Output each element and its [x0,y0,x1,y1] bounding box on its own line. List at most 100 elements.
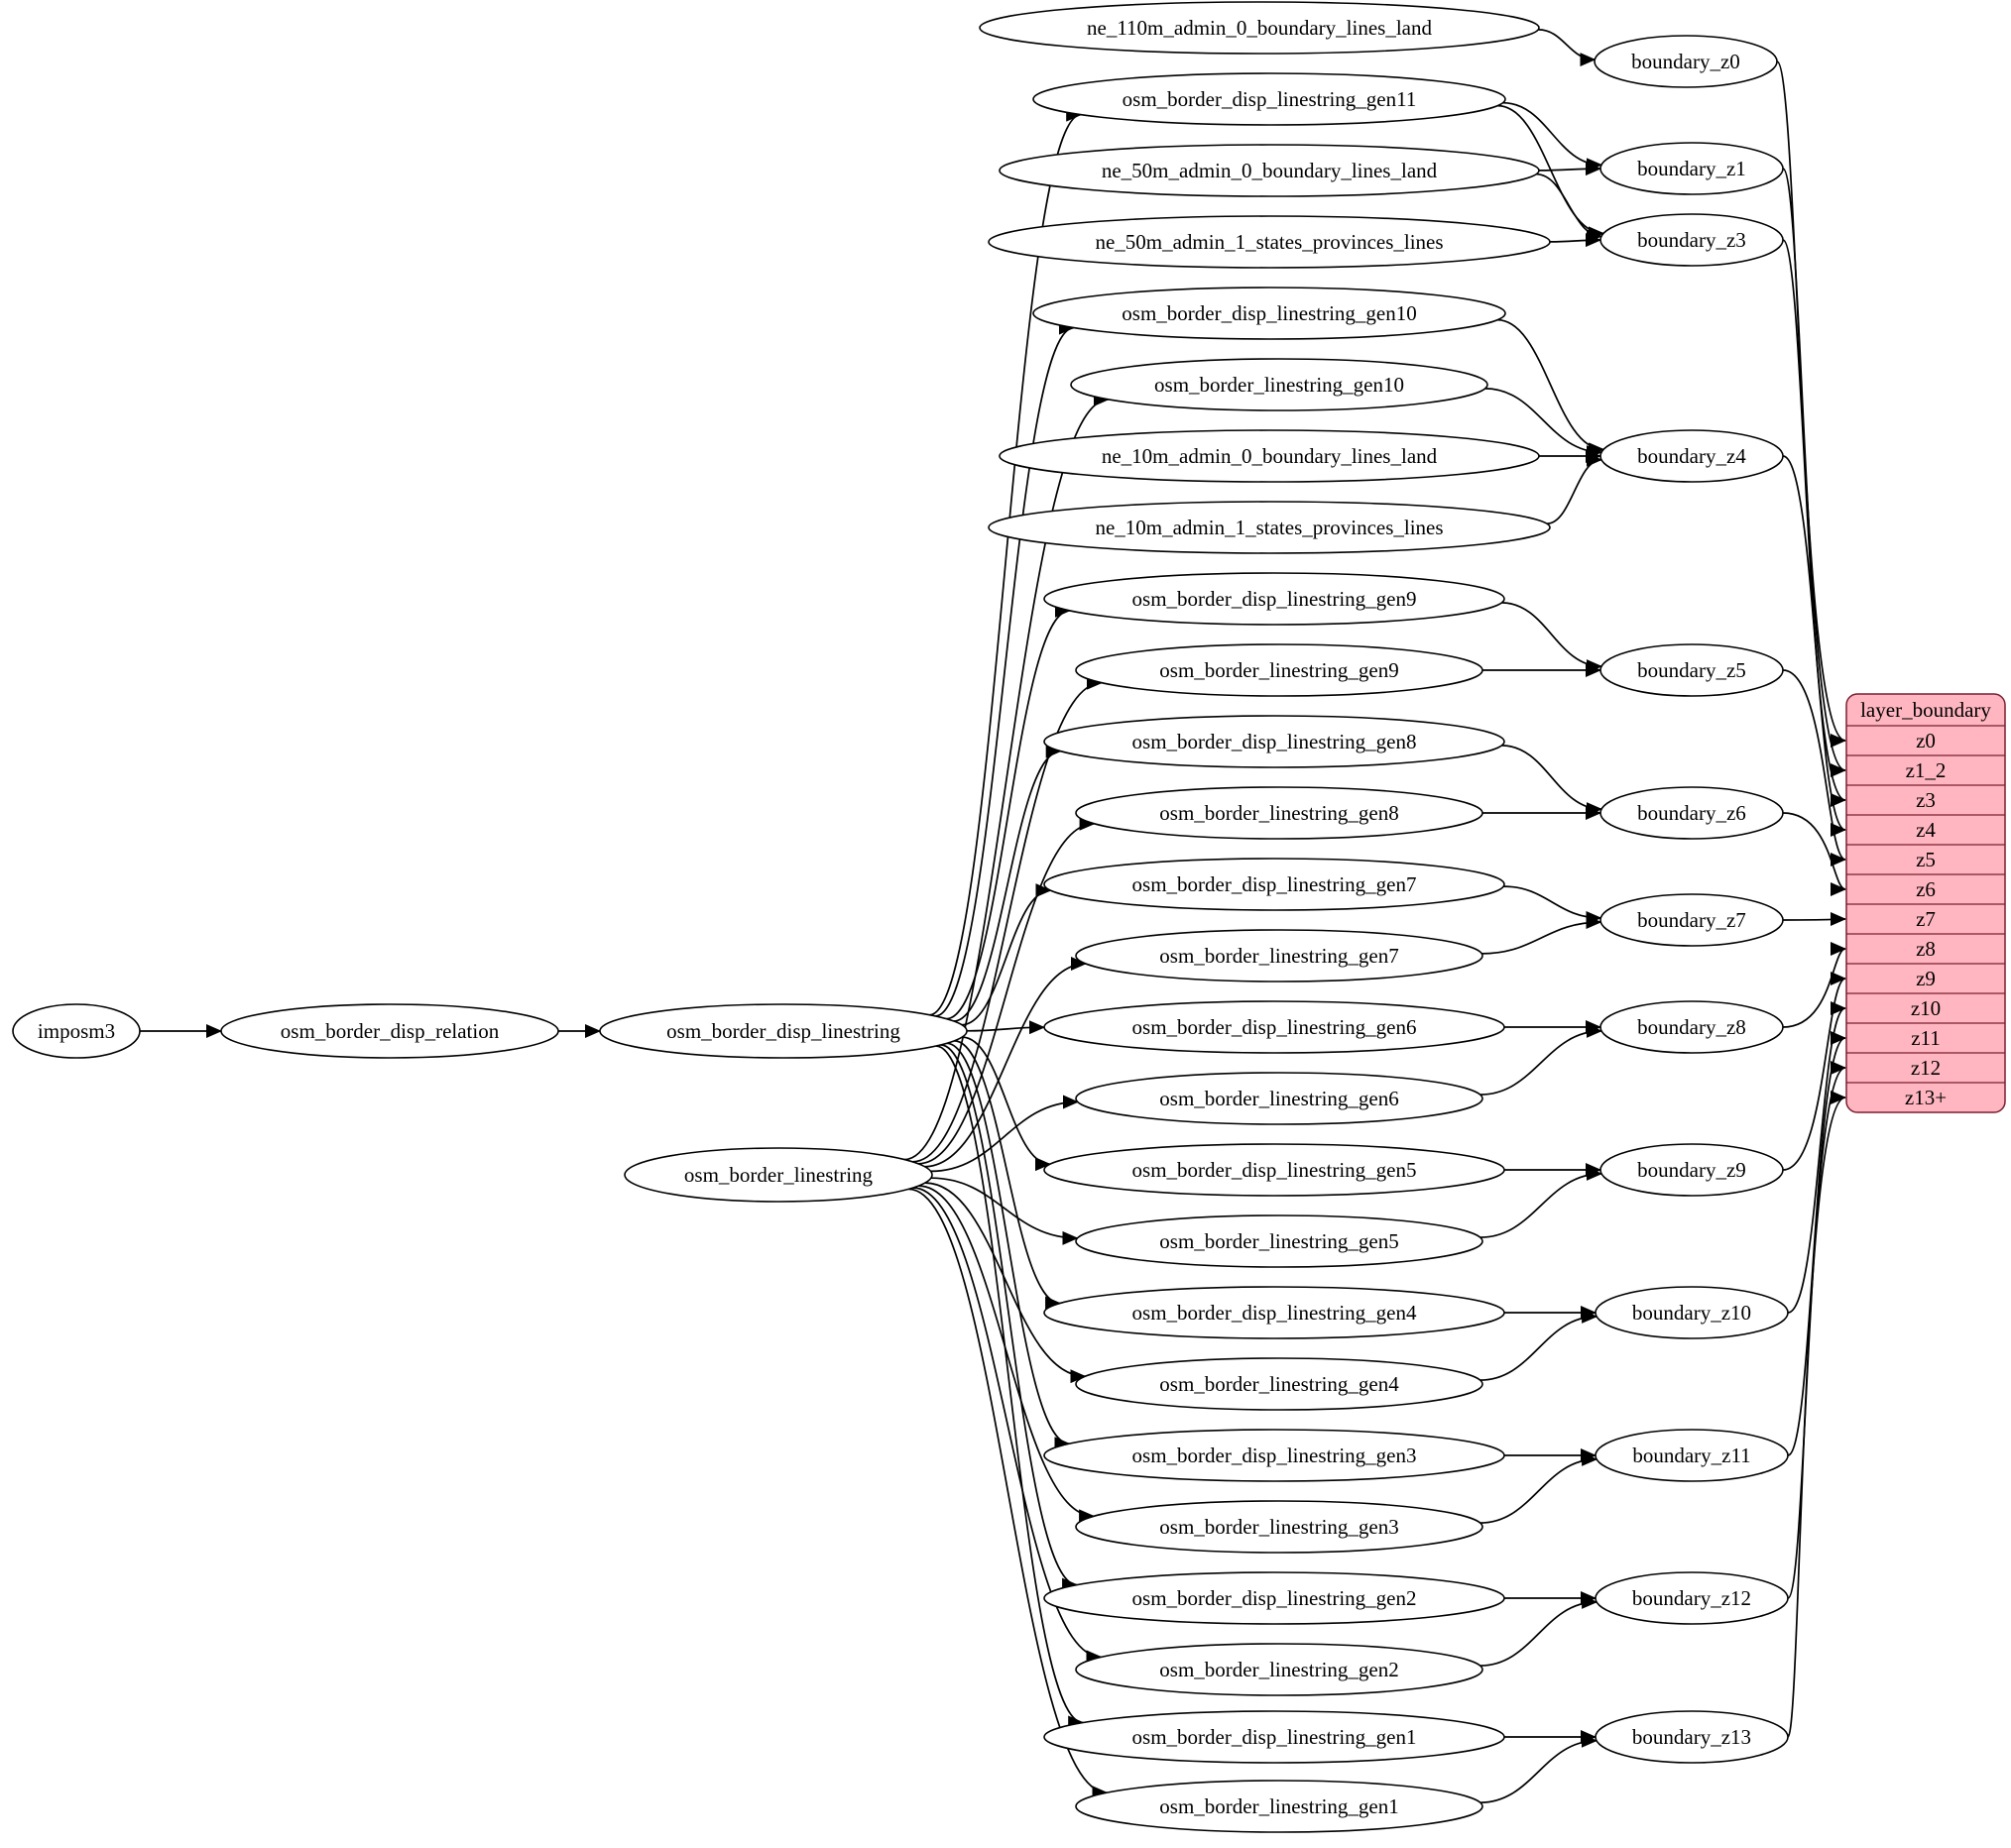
node-shape [1599,643,1784,697]
node-shape [1595,1429,1789,1482]
node-label: boundary_z11 [1632,1444,1750,1467]
edge-osm_border_linestring_gen3->boundary_z11 [1479,1451,1598,1524]
table-row-z12: z12 [1911,1056,1941,1080]
edge-osm_border_linestring->osm_border_linestring_gen2 [912,1187,1103,1665]
edge-boundary_z4->row:z4 [1782,455,1846,837]
node-shape [1043,1710,1505,1764]
table-row-z8: z8 [1916,937,1936,961]
node-label: ne_110m_admin_0_boundary_lines_land [1087,16,1432,40]
edge-osm_border_linestring_gen10->boundary_z4 [1484,388,1602,460]
edge-boundary_z9->row:z9 [1782,972,1846,1171]
node-shape [1599,142,1784,195]
node-shape [1075,1072,1483,1125]
edge-boundary_z6->row:z6 [1782,812,1846,896]
node-label: osm_border_linestring_gen3 [1159,1515,1398,1539]
node-label: osm_border_disp_linestring_gen7 [1132,872,1417,896]
node-label: imposm3 [38,1019,115,1043]
node-shape [624,1147,933,1203]
node-osm_border_disp_linestring_gen8: osm_border_disp_linestring_gen8 [1043,715,1505,768]
edge-boundary_z10->row:z10 [1787,1001,1846,1314]
node-shape [999,429,1540,483]
node-label: osm_border_disp_linestring_gen5 [1132,1158,1417,1182]
edge-osm_border_disp_linestring->osm_border_disp_linestring_gen4 [954,1040,1062,1311]
node-boundary_z5: boundary_z5 [1599,643,1784,697]
edges [140,29,1846,1804]
edge-osm_border_linestring_gen6->boundary_z8 [1479,1023,1602,1096]
node-shape [1070,358,1488,411]
edge-osm_border_disp_linestring->osm_border_disp_linestring_gen9 [946,604,1071,1020]
edge-ne_50m_admin_0_boundary_lines_land->boundary_z3 [1536,173,1602,244]
edge-osm_border_linestring->osm_border_linestring_gen4 [924,1182,1087,1384]
node-label: boundary_z5 [1637,658,1746,682]
edge-boundary_z1->row:z1_2 [1782,168,1846,777]
edge-osm_border_linestring->osm_border_linestring_gen9 [912,675,1103,1163]
node-label: boundary_z7 [1637,908,1746,932]
node-boundary_z3: boundary_z3 [1599,213,1784,267]
node-boundary_z12: boundary_z12 [1595,1571,1789,1625]
node-label: osm_border_linestring_gen7 [1159,944,1398,968]
node-shape [1043,1000,1505,1054]
node-osm_border_disp_linestring_gen2: osm_border_disp_linestring_gen2 [1043,1571,1505,1625]
node-shape [1075,786,1483,840]
node-osm_border_linestring_gen8: osm_border_linestring_gen8 [1075,786,1483,840]
node-shape [999,144,1540,197]
edge-boundary_z5->row:z5 [1782,669,1846,866]
edge-osm_border_linestring_gen1->boundary_z13 [1479,1733,1597,1804]
table-layer_boundary: layer_boundaryz0z1_2z3z4z5z6z7z8z9z10z11… [1845,693,2006,1113]
node-shape [1043,1429,1505,1482]
node-label: ne_10m_admin_1_states_provinces_lines [1095,516,1443,539]
node-label: osm_border_linestring_gen9 [1159,658,1398,682]
table-row-z0: z0 [1916,729,1936,752]
node-shape [1595,1571,1789,1625]
node-ne_110m_admin_0_boundary_lines_land: ne_110m_admin_0_boundary_lines_land [979,1,1540,55]
table-row-z9: z9 [1916,967,1936,990]
edge-boundary_z12->row:z12 [1787,1061,1846,1599]
node-ne_50m_admin_1_states_provinces_lines: ne_50m_admin_1_states_provinces_lines [988,215,1551,269]
node-osm_border_disp_linestring_gen11: osm_border_disp_linestring_gen11 [1032,72,1506,126]
edge-osm_border_disp_linestring->osm_border_disp_linestring_gen6 [966,1020,1045,1035]
node-osm_border_linestring_gen5: osm_border_linestring_gen5 [1075,1214,1483,1268]
node-shape [1599,1000,1784,1054]
node-osm_border_disp_linestring_gen4: osm_border_disp_linestring_gen4 [1043,1286,1505,1339]
edge-boundary_z11->row:z11 [1787,1031,1846,1456]
node-osm_border_linestring_gen6: osm_border_linestring_gen6 [1075,1072,1483,1125]
node-osm_border_disp_relation: osm_border_disp_relation [220,1003,559,1059]
node-osm_border_linestring_gen1: osm_border_linestring_gen1 [1075,1780,1483,1833]
node-osm_border_linestring_gen9: osm_border_linestring_gen9 [1075,643,1483,697]
table-row-z13+: z13+ [1905,1086,1947,1109]
node-boundary_z0: boundary_z0 [1594,35,1778,88]
edge-osm_border_linestring->osm_border_linestring_gen5 [930,1177,1079,1245]
node-shape [1599,893,1784,947]
node-boundary_z9: boundary_z9 [1599,1143,1784,1197]
node-shape [988,215,1551,269]
table-row-z10: z10 [1911,996,1941,1020]
node-label: ne_50m_admin_1_states_provinces_lines [1095,230,1443,254]
node-shape [1075,1500,1483,1554]
node-label: osm_border_disp_linestring_gen2 [1132,1586,1417,1610]
edge-osm_border_linestring->osm_border_linestring_gen8 [917,816,1096,1165]
node-label: osm_border_disp_linestring_gen11 [1123,87,1417,111]
node-osm_border_disp_linestring: osm_border_disp_linestring [599,1003,968,1059]
node-label: boundary_z0 [1631,50,1740,73]
node-shape [220,1003,559,1059]
node-boundary_z10: boundary_z10 [1595,1286,1789,1339]
edge-boundary_z3->row:z3 [1782,239,1846,807]
node-osm_border_disp_linestring_gen10: osm_border_disp_linestring_gen10 [1032,287,1506,340]
node-shape [1075,643,1483,697]
table-outline [1845,693,2006,1113]
edge-osm_border_linestring_gen5->boundary_z9 [1479,1166,1602,1238]
node-ne_10m_admin_1_states_provinces_lines: ne_10m_admin_1_states_provinces_lines [988,501,1551,554]
node-label: osm_border_linestring_gen6 [1159,1087,1398,1110]
node-boundary_z11: boundary_z11 [1595,1429,1789,1482]
node-label: boundary_z1 [1637,157,1746,180]
edge-ne_50m_admin_1_states_provinces_lines->boundary_z3 [1549,233,1601,248]
node-label: osm_border_disp_linestring_gen10 [1122,301,1416,325]
node-label: boundary_z6 [1637,801,1746,825]
edge-osm_border_disp_linestring->osm_border_disp_linestring_gen3 [946,1042,1071,1451]
node-label: osm_border_linestring_gen5 [1159,1229,1398,1253]
node-osm_border_disp_linestring_gen3: osm_border_disp_linestring_gen3 [1043,1429,1505,1482]
node-shape [1043,858,1505,911]
node-shape [979,1,1540,55]
node-osm_border_disp_linestring_gen5: osm_border_disp_linestring_gen5 [1043,1143,1505,1197]
